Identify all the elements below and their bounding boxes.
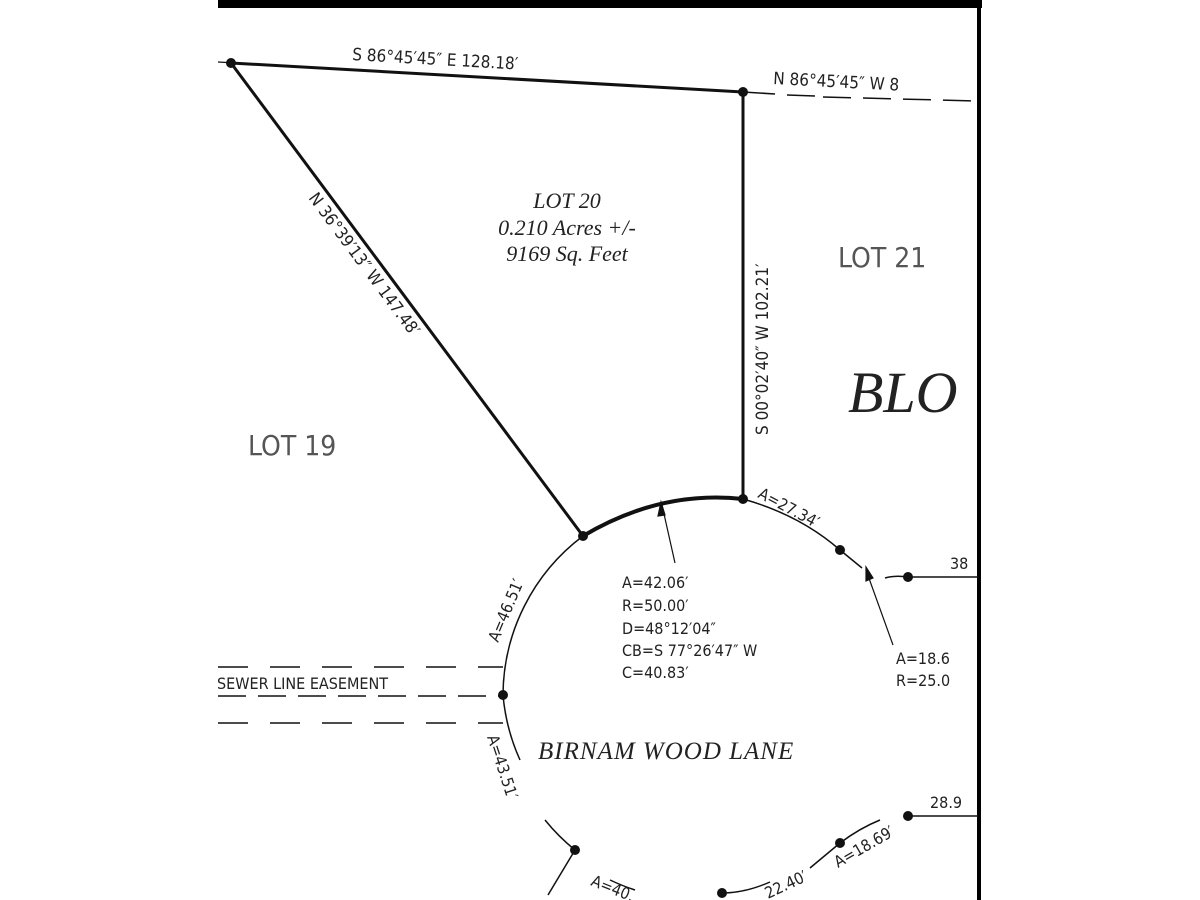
distance-38-label: 38 — [950, 554, 968, 573]
lot-19-label: LOT 19 — [248, 429, 336, 462]
easement-lines — [218, 666, 503, 724]
east-line-label: S 00°02′40″ W 102.21′ — [753, 263, 773, 435]
lot-20-boundary — [217, 61, 745, 538]
lot-21-label: LOT 21 — [838, 241, 926, 274]
leader-arrows — [657, 499, 894, 646]
distance-28-label: 28.9 — [930, 793, 962, 812]
street-name: BIRNAM WOOD LANE — [538, 738, 794, 765]
right-curve-radius: R=25.0 — [896, 671, 950, 690]
lot-20-title: LOT 20 — [532, 188, 600, 213]
top-border — [218, 0, 982, 8]
curve-chord: C=40.83′ — [622, 663, 689, 682]
right-curve-arc: A=18.6 — [896, 649, 950, 668]
lot-20-sqft: 9169 Sq. Feet — [506, 241, 628, 266]
curve-radius: R=50.00′ — [622, 596, 689, 615]
arc-22-label: 22.40′ — [762, 867, 810, 900]
lot-20-acres: 0.210 Acres +/- — [498, 215, 636, 240]
curve-chord-bearing: CB=S 77°26′47″ W — [622, 641, 757, 660]
main-curve-table: A=42.06′ R=50.00′ D=48°12′04″ CB=S 77°26… — [622, 573, 757, 682]
curve-arc: A=42.06′ — [622, 573, 688, 592]
cul-de-sac — [502, 498, 978, 896]
survey-points — [226, 58, 913, 898]
easement-label: SEWER LINE EASEMENT — [217, 674, 388, 693]
block-label: BLO — [848, 360, 958, 425]
curve-delta: D=48°12′04″ — [622, 619, 717, 638]
arc-46-label: A=46.51′ — [484, 576, 527, 645]
arc-27-label: A=27.34′ — [755, 484, 823, 532]
north-extension-label: N 86°45′45″ W 8 — [773, 69, 900, 96]
west-line-label: N 36°39′13″ W 147.48′ — [304, 189, 424, 340]
arc-40-label: A=40. — [589, 871, 638, 900]
north-extension-line — [742, 91, 979, 102]
arc-43-label: A=43.51′ — [483, 732, 522, 801]
